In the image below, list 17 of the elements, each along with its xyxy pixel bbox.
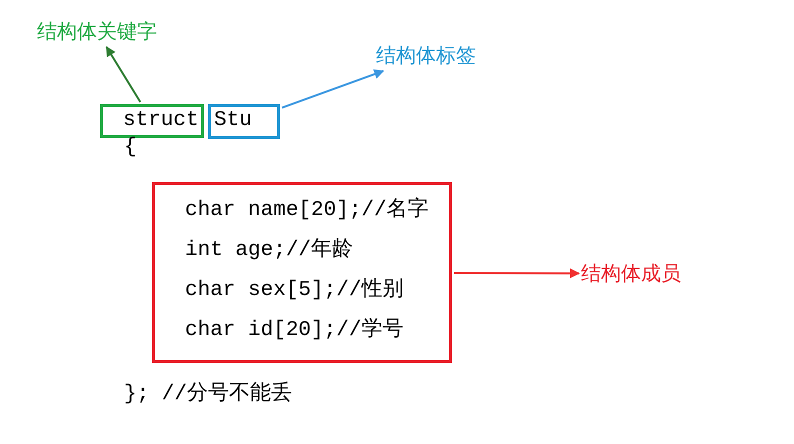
code-line: int age;//年龄 [185,237,354,262]
annotation-text: 结构体标签 [376,42,476,69]
arrow [282,69,384,109]
annotation-text: 结构体关键字 [37,18,157,45]
code-line: char sex[5];//性别 [185,277,404,302]
highlight-frame [208,104,280,139]
code-keyword: struct [123,109,199,132]
code-line: char id[20];//学号 [185,317,404,342]
code-text: }; //分号不能丢 [124,380,292,406]
arrow [454,268,580,278]
annotation-text: 结构体成员 [581,260,681,287]
code-text: { [124,136,137,159]
arrow [106,46,142,103]
code-identifier: Stu [214,109,252,132]
highlight-frame [152,182,452,363]
code-line: char name[20];//名字 [185,196,429,222]
highlight-frame [100,104,204,138]
